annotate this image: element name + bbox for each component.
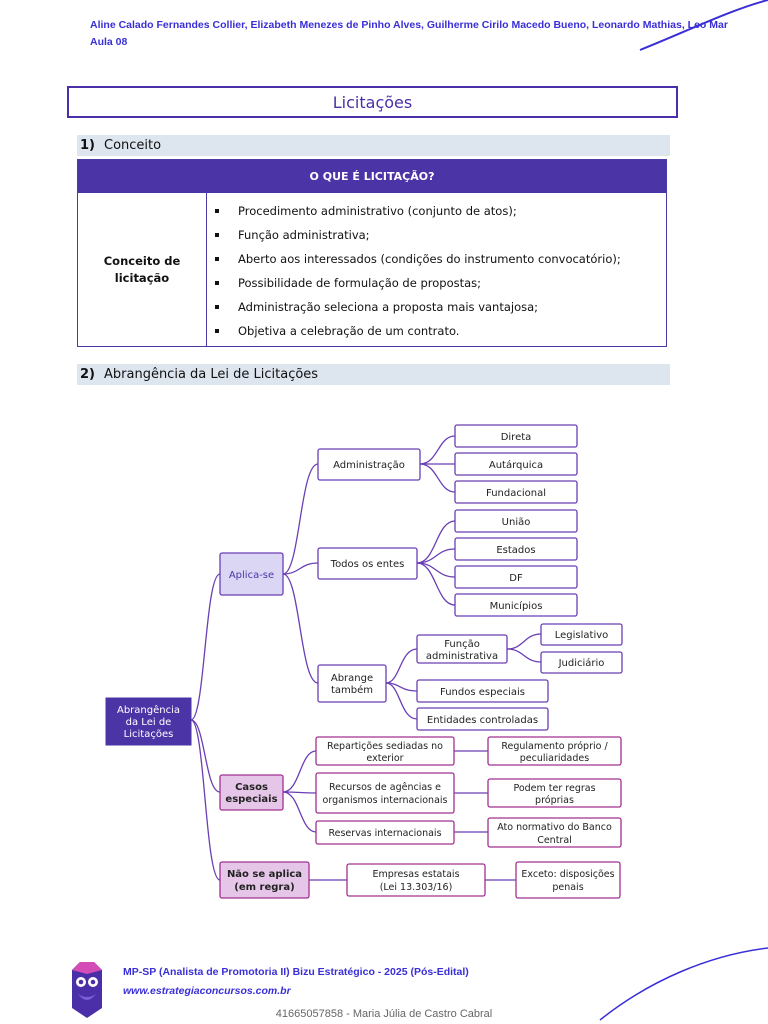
svg-text:DF: DF [509, 573, 523, 584]
bullet-icon [215, 233, 219, 237]
svg-text:também: também [331, 684, 373, 696]
footer-course-title: MP-SP (Analista de Promotoria II) Bizu E… [123, 966, 469, 978]
header-lesson: Aula 08 [90, 36, 128, 48]
svg-text:(Lei 13.303/16): (Lei 13.303/16) [380, 882, 453, 893]
page-title-text: Licitações [332, 92, 413, 112]
mindmap-node-judiciario: Judiciário [540, 651, 623, 674]
svg-text:Municípios: Municípios [490, 600, 543, 612]
svg-text:Estados: Estados [496, 545, 535, 556]
svg-text:Empresas estatais: Empresas estatais [372, 869, 459, 880]
svg-text:Entidades controladas: Entidades controladas [427, 715, 538, 726]
mindmap-node-uniao: União [454, 509, 578, 533]
svg-text:União: União [502, 517, 531, 528]
list-item: Procedimento administrativo (conjunto de… [215, 199, 621, 223]
mindmap-connectors [190, 435, 542, 881]
owl-logo-icon [72, 962, 102, 1018]
svg-text:próprias: próprias [535, 795, 574, 806]
svg-text:Abrange: Abrange [331, 673, 373, 684]
bullet-icon [215, 329, 219, 333]
mindmap-node-abrange-tambem: Abrange também [317, 664, 387, 703]
svg-text:Fundos especiais: Fundos especiais [440, 687, 525, 698]
section-label: Conceito [104, 138, 162, 153]
svg-text:Licitações: Licitações [124, 729, 174, 740]
bullet-icon [215, 305, 219, 309]
bullet-icon [215, 281, 219, 285]
svg-text:Judiciário: Judiciário [558, 657, 605, 669]
svg-text:Aplica-se: Aplica-se [229, 570, 274, 581]
svg-text:Repartições sediadas no: Repartições sediadas no [327, 741, 443, 752]
mindmap-node-casos-especiais: Casos especiais [219, 774, 284, 811]
concept-table-header: O QUE É LICITAÇÃO? [78, 160, 666, 193]
svg-text:(em regra): (em regra) [234, 882, 294, 893]
mindmap-node-fundacional: Fundacional [454, 480, 578, 504]
mindmap-node-regulamento: Regulamento próprio / peculiaridades [487, 736, 622, 766]
mindmap-node-reparticoes: Repartições sediadas no exterior [315, 736, 455, 766]
svg-text:Direta: Direta [501, 432, 532, 443]
section-label: Abrangência da Lei de Licitações [104, 367, 319, 382]
bullet-icon [215, 209, 219, 213]
list-item: Objetiva a celebração de um contrato. [215, 319, 621, 343]
svg-text:penais: penais [552, 882, 583, 893]
section-heading-conceito: 1) Conceito [77, 135, 670, 156]
list-item: Função administrativa; [215, 223, 621, 247]
section-number: 1) [80, 138, 95, 153]
svg-text:Todos os entes: Todos os entes [330, 559, 405, 570]
mindmap-root: Abrangência da Lei de Licitações [105, 697, 192, 746]
svg-text:Casos: Casos [235, 782, 268, 793]
svg-text:Legislativo: Legislativo [555, 630, 609, 641]
mindmap-node-autarquica: Autárquica [454, 452, 578, 476]
svg-text:especiais: especiais [225, 794, 277, 805]
mindmap-node-podem-ter-regras: Podem ter regras próprias [487, 778, 622, 808]
mindmap-node-funcao-administrativa: Função administrativa [416, 634, 508, 664]
mindmap-node-direta: Direta [454, 424, 578, 448]
mindmap-node-todos-os-entes: Todos os entes [317, 547, 418, 580]
mindmap-node-df: DF [454, 565, 578, 589]
svg-text:Podem ter regras: Podem ter regras [513, 783, 595, 794]
svg-text:da Lei de: da Lei de [126, 717, 172, 728]
svg-text:Autárquica: Autárquica [489, 459, 543, 471]
mindmap-node-empresas-estatais: Empresas estatais (Lei 13.303/16) [346, 863, 486, 897]
bullet-icon [215, 257, 219, 261]
svg-text:exterior: exterior [366, 753, 403, 764]
list-item: Aberto aos interessados (condições do in… [215, 247, 621, 271]
concept-table: O QUE É LICITAÇÃO? Conceito de licitação… [77, 159, 667, 347]
mindmap-node-fundos-especiais: Fundos especiais [416, 679, 549, 703]
mindmap-node-recursos: Recursos de agências e organismos intern… [315, 772, 455, 814]
mindmap-node-municipios: Municípios [454, 593, 578, 617]
concept-list: Procedimento administrativo (conjunto de… [207, 193, 621, 346]
mindmap-node-exceto: Exceto: disposições penais [515, 861, 621, 899]
svg-text:Reservas internacionais: Reservas internacionais [328, 828, 441, 839]
mindmap-node-nao-se-aplica: Não se aplica (em regra) [219, 861, 310, 899]
svg-text:administrativa: administrativa [426, 651, 498, 662]
svg-text:Exceto: disposições: Exceto: disposições [521, 869, 614, 880]
mindmap-node-reservas: Reservas internacionais [315, 820, 455, 845]
mindmap-node-entidades-controladas: Entidades controladas [416, 707, 549, 731]
concept-table-left-label: Conceito de licitação [78, 193, 207, 346]
svg-text:Recursos de agências e: Recursos de agências e [329, 782, 441, 793]
mindmap-node-ato-normativo: Ato normativo do Banco Central [487, 817, 622, 848]
svg-text:Abrangência: Abrangência [117, 704, 180, 716]
svg-text:Central: Central [537, 835, 572, 846]
svg-text:peculiaridades: peculiaridades [520, 753, 589, 764]
svg-text:Administração: Administração [333, 460, 405, 471]
svg-text:Não se aplica: Não se aplica [227, 869, 302, 880]
footer-user-id: 41665057858 - Maria Júlia de Castro Cabr… [275, 1008, 493, 1020]
footer-website-link[interactable]: www.estrategiaconcursos.com.br [123, 985, 291, 997]
section-number: 2) [80, 367, 95, 382]
section-heading-abrangencia: 2) Abrangência da Lei de Licitações [77, 364, 670, 385]
svg-text:organismos internacionais: organismos internacionais [323, 795, 448, 806]
mindmap-node-administracao: Administração [317, 448, 421, 481]
svg-text:Regulamento próprio /: Regulamento próprio / [501, 741, 608, 752]
mindmap-node-aplica-se: Aplica-se [219, 552, 284, 596]
page-title: Licitações [67, 86, 678, 118]
mindmap-node-estados: Estados [454, 537, 578, 561]
svg-text:Ato normativo do Banco: Ato normativo do Banco [497, 822, 612, 833]
list-item: Administração seleciona a proposta mais … [215, 295, 621, 319]
list-item: Possibilidade de formulação de propostas… [215, 271, 621, 295]
svg-text:Função: Função [444, 639, 480, 650]
mindmap-node-legislativo: Legislativo [540, 623, 623, 646]
header-authors: Aline Calado Fernandes Collier, Elizabet… [90, 19, 728, 31]
svg-text:Fundacional: Fundacional [486, 488, 546, 499]
